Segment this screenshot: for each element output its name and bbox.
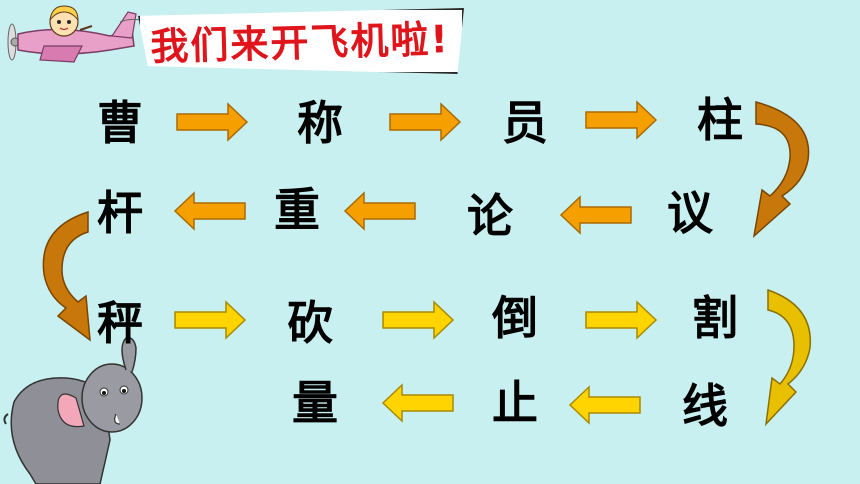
char-xian: 线 (682, 379, 728, 433)
arrow-right (382, 300, 455, 340)
char-zhu: 柱 (697, 93, 743, 147)
char-cao: 曹 (97, 96, 143, 150)
arrow-right (176, 102, 249, 142)
arrow-left (381, 383, 454, 423)
char-liang: 量 (292, 376, 338, 430)
elephant-icon (3, 336, 143, 484)
arrow-right (585, 300, 658, 340)
airplane-icon (7, 11, 141, 63)
char-dao: 倒 (492, 291, 538, 345)
char-ge: 割 (692, 291, 738, 345)
char-kan: 砍 (287, 296, 333, 350)
char-lun: 论 (467, 189, 513, 243)
arrow-left (559, 195, 632, 235)
curved-arrow-right-2 (764, 288, 812, 427)
arrow-right (174, 300, 247, 340)
char-yi: 议 (667, 186, 713, 240)
char-zhi: 止 (492, 376, 538, 430)
char-yuan: 员 (502, 96, 548, 150)
char-gan: 杆 (97, 186, 143, 240)
arrow-left (343, 191, 416, 231)
curved-arrow-left-1 (42, 210, 91, 342)
char-cheng: 称 (297, 96, 343, 150)
banner-title: 我们来开飞机啦! (149, 16, 451, 69)
pilot-girl-icon (49, 5, 93, 37)
char-zhong: 重 (274, 183, 320, 237)
arrow-left (568, 385, 641, 425)
arrow-right (585, 100, 658, 140)
arrow-right (389, 102, 462, 142)
curved-arrow-right-1 (752, 101, 810, 238)
char-cheng2: 秤 (97, 296, 143, 350)
arrow-left (173, 191, 246, 231)
